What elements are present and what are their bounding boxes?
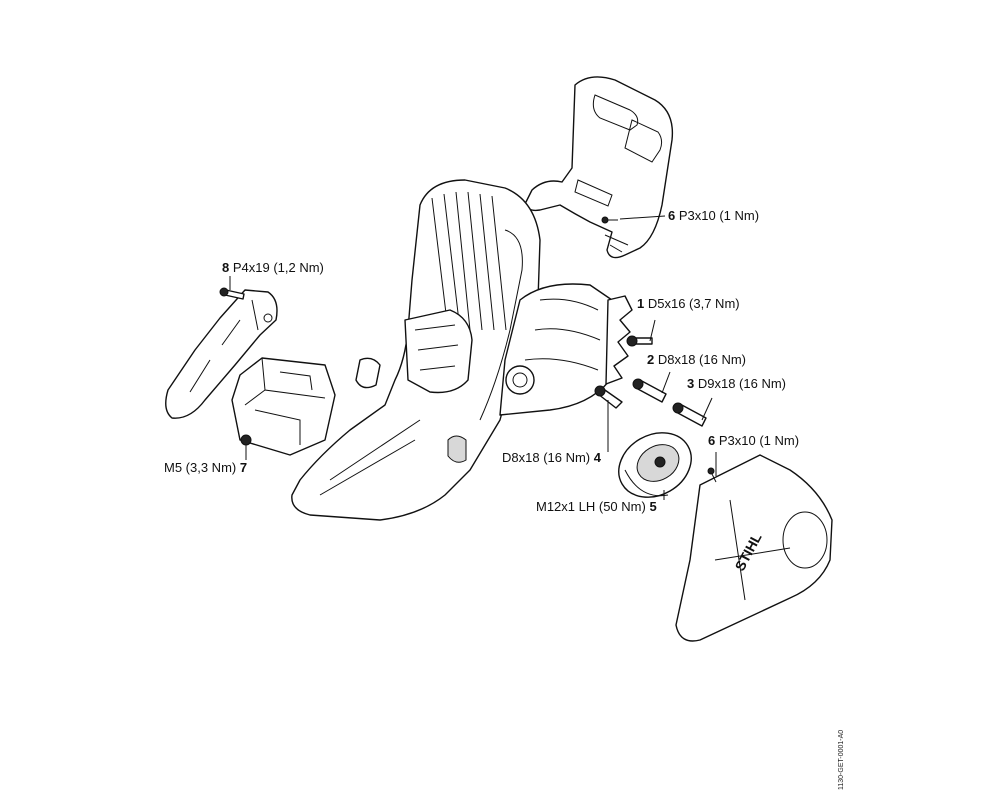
callout-number: 8 — [222, 260, 230, 275]
callout-6-hand-guard-screw: 6 P3x10 (1 Nm) — [668, 208, 759, 224]
callout-3-collar-screw: 3 D9x18 (16 Nm) — [687, 376, 786, 392]
hand-guard — [524, 76, 674, 259]
callout-1-tensioner-screw: 1 D5x16 (3,7 Nm) — [637, 296, 740, 312]
sprocket-cover: STIHL — [675, 454, 833, 642]
tensioner-plate — [605, 295, 633, 385]
callout-number: 5 — [649, 499, 657, 514]
callout-8-bracket-screw: 8 P4x19 (1,2 Nm) — [222, 260, 324, 276]
callout-spec: D8x18 (16 Nm) — [657, 352, 746, 367]
callout-number: 7 — [239, 460, 248, 475]
callout-2-collar-screw: 2 D8x18 (16 Nm) — [647, 352, 746, 368]
callout-spec: P3x10 (1 Nm) — [718, 433, 800, 448]
rear-bracket — [165, 289, 278, 419]
leader-lines — [229, 215, 717, 500]
callout-number: 3 — [687, 376, 695, 391]
callout-spec: D5x16 (3,7 Nm) — [647, 296, 740, 311]
callout-4-collar-screw: D8x18 (16 Nm) 4 — [502, 450, 601, 466]
callout-number: 6 — [668, 208, 676, 223]
callout-number: 4 — [593, 450, 601, 465]
clutch-drum — [618, 432, 692, 498]
screw-4 — [594, 385, 623, 409]
callout-spec: D8x18 (16 Nm) — [502, 450, 591, 465]
screw-3 — [672, 402, 707, 427]
callout-number: 6 — [708, 433, 716, 448]
screw-7 — [240, 434, 252, 446]
callout-number: 1 — [637, 296, 645, 311]
screw-2 — [632, 378, 667, 403]
callout-5-clutch: M12x1 LH (50 Nm) 5 — [536, 499, 657, 515]
callout-spec: M5 (3,3 Nm) — [164, 460, 237, 475]
screw-1 — [626, 335, 653, 347]
callout-7-nut: M5 (3,3 Nm) 7 — [164, 460, 247, 476]
callout-6-sprocket-cover-screw: 6 P3x10 (1 Nm) — [708, 433, 799, 449]
screw-6a — [601, 216, 618, 224]
callout-spec: P3x10 (1 Nm) — [678, 208, 760, 223]
screw-6b — [707, 467, 717, 483]
screw-8 — [219, 287, 245, 300]
callout-spec: M12x1 LH (50 Nm) — [536, 499, 646, 514]
callout-spec: P4x19 (1,2 Nm) — [232, 260, 324, 275]
oil-tank-housing — [231, 357, 336, 456]
callout-spec: D9x18 (16 Nm) — [697, 376, 786, 391]
document-id: 1130-GET-0001-A0 — [838, 729, 845, 790]
chainsaw-housing — [291, 179, 613, 521]
callout-number: 2 — [647, 352, 655, 367]
